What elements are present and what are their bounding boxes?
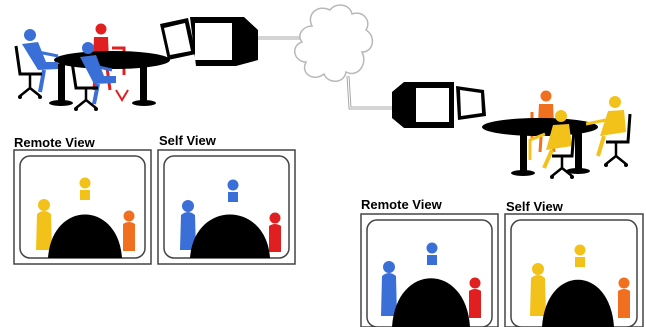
monitor-icon xyxy=(190,17,258,66)
site-b-self-view-label: Self View xyxy=(506,199,563,214)
site-a-self-view-label: Self View xyxy=(159,133,216,148)
person-icon xyxy=(585,96,626,157)
person-icon xyxy=(80,42,116,105)
site-b-self-view-panel xyxy=(504,213,644,327)
chair-icon xyxy=(550,129,576,179)
monitor-icon xyxy=(160,18,196,60)
person-icon xyxy=(22,29,59,93)
chair-icon xyxy=(604,113,632,167)
site-b-remote-view-label: Remote View xyxy=(361,197,442,212)
site-a-remote-view-label: Remote View xyxy=(14,135,95,150)
chair-icon xyxy=(70,61,98,111)
site-b-monitors xyxy=(392,82,486,128)
site-a-room xyxy=(14,23,170,111)
site-a-self-view-panel xyxy=(157,149,296,265)
site-b-room xyxy=(482,90,632,179)
table-icon xyxy=(49,51,170,106)
cloud-icon xyxy=(294,4,374,82)
site-a-monitors xyxy=(160,17,258,66)
monitor-icon xyxy=(456,86,486,120)
site-a-remote-view-panel xyxy=(13,149,152,265)
person-icon xyxy=(528,110,572,169)
network-link xyxy=(346,75,392,110)
chair-icon xyxy=(14,45,42,99)
site-b-remote-view-panel xyxy=(360,213,499,327)
monitor-icon xyxy=(392,82,454,128)
